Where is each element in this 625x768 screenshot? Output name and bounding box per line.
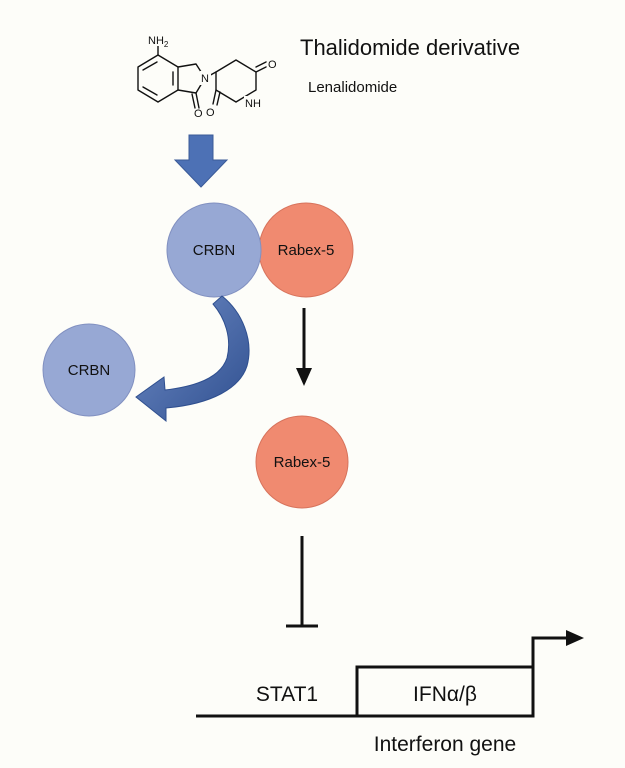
drug-name: Lenalidomide <box>308 79 397 96</box>
glutarimide-carbonyl-bottom-2 <box>216 91 221 106</box>
amine-label-bg <box>146 30 178 46</box>
benzene-double-bond-2 <box>142 86 158 96</box>
ifn-gene-box <box>355 665 535 718</box>
benzene-ring <box>137 54 179 103</box>
nitrogen-label-bg <box>200 71 211 85</box>
stat1-label: STAT1 <box>256 683 318 706</box>
benzene-double-bond-1 <box>142 61 158 71</box>
rabex5-complex-label: Rabex-5 <box>278 242 335 259</box>
crbn-complex-node <box>166 202 262 298</box>
ifn-label: IFNα/β <box>413 683 477 706</box>
oxygen-label-top: O <box>268 59 277 71</box>
rabex5-free-label: Rabex-5 <box>274 454 331 471</box>
crbn-free-label: CRBN <box>68 362 111 379</box>
gene-caption: Interferon gene <box>374 733 516 756</box>
lactam-carbonyl-2 <box>191 93 196 109</box>
nh-label-bg <box>244 96 266 110</box>
crbn-free-node <box>42 323 136 417</box>
glutarimide-carbonyl-bottom <box>212 89 217 105</box>
lactam-carbonyl-1 <box>195 92 200 109</box>
transcription-start-line <box>531 636 570 669</box>
glutarimide-carbonyl-top-2 <box>255 61 267 68</box>
amine-label: NH2 <box>148 35 169 49</box>
nh-label: NH <box>245 98 261 110</box>
transcription-arrow-icon <box>566 630 584 646</box>
title: Thalidomide derivative <box>300 35 520 60</box>
molecule-labels: NH2 N NH O O O <box>146 30 277 120</box>
rabex5-free-node <box>255 415 349 509</box>
release-arrow-head-icon <box>296 368 312 386</box>
crbn-complex-label: CRBN <box>193 242 236 259</box>
binding-arrow-icon <box>173 134 229 188</box>
oxygen-label-lactam: O <box>194 108 203 120</box>
oxygen-label-bottom: O <box>206 107 215 119</box>
nitrogen-label: N <box>201 73 209 85</box>
release-curved-arrow-icon <box>135 295 250 423</box>
glutarimide-carbonyl-top <box>255 66 267 73</box>
glutarimide-ring <box>215 59 257 103</box>
